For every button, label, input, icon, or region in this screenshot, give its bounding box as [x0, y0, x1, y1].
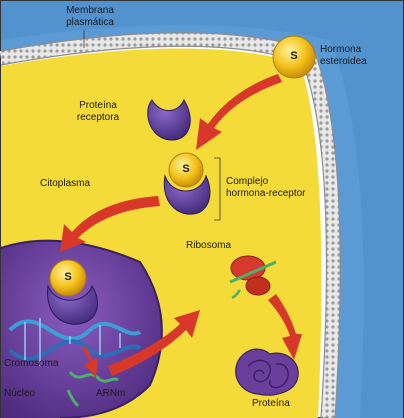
nucleus [1, 240, 162, 418]
hormone-symbol-outside: S [290, 50, 298, 62]
label-membrana-line2: plasmática [66, 17, 114, 28]
receptor-in-nucleus [47, 284, 98, 325]
label-proteina: Proteína [252, 398, 290, 409]
hormone-symbol-complex: S [182, 163, 190, 175]
chromosome-strand-2 [8, 339, 141, 361]
folded-protein [235, 348, 299, 396]
nuclear-envelope [0, 239, 163, 418]
dna-rungs [24, 318, 121, 366]
ribosome [229, 255, 277, 300]
hormone-in-complex [168, 152, 204, 188]
receptor-in-complex [163, 174, 211, 215]
hormone-in-nucleus [49, 259, 87, 297]
label-proteina-receptora: Proteína receptora [64, 100, 132, 124]
label-complejo-line2: hormona-receptor [226, 188, 306, 199]
label-citoplasma: Citoplasma [40, 178, 91, 189]
chromosome-strand-1 [8, 319, 141, 341]
label-ribosoma: Ribosoma [186, 240, 232, 251]
complex-bracket [214, 157, 221, 221]
hormone-molecule-outside [272, 35, 316, 79]
label-arnm: ARNm [96, 388, 126, 399]
label-nucleo: Núcleo [4, 388, 36, 399]
label-hormona-line1: Hormona [320, 44, 362, 55]
label-complejo-line1: Complejo [226, 176, 269, 187]
mrna-strand [68, 370, 119, 383]
hormone-symbol-nucleus: S [64, 271, 72, 283]
label-hormona-line2: esteroidea [320, 56, 367, 67]
label-hormona: Hormona esteroidea [320, 44, 367, 68]
label-proteina-receptora-line1: Proteína [79, 100, 117, 111]
label-complejo: Complejo hormona-receptor [226, 176, 305, 200]
mrna-tail [66, 389, 80, 408]
label-membrana-line1: Membrana [66, 5, 114, 16]
label-cromosoma: Cromosoma [4, 358, 59, 369]
label-proteina-receptora-line2: receptora [76, 112, 120, 123]
pathway-arrows [60, 74, 302, 378]
label-membrana: Membrana plasmática [60, 5, 120, 29]
receptor-protein [147, 98, 191, 141]
